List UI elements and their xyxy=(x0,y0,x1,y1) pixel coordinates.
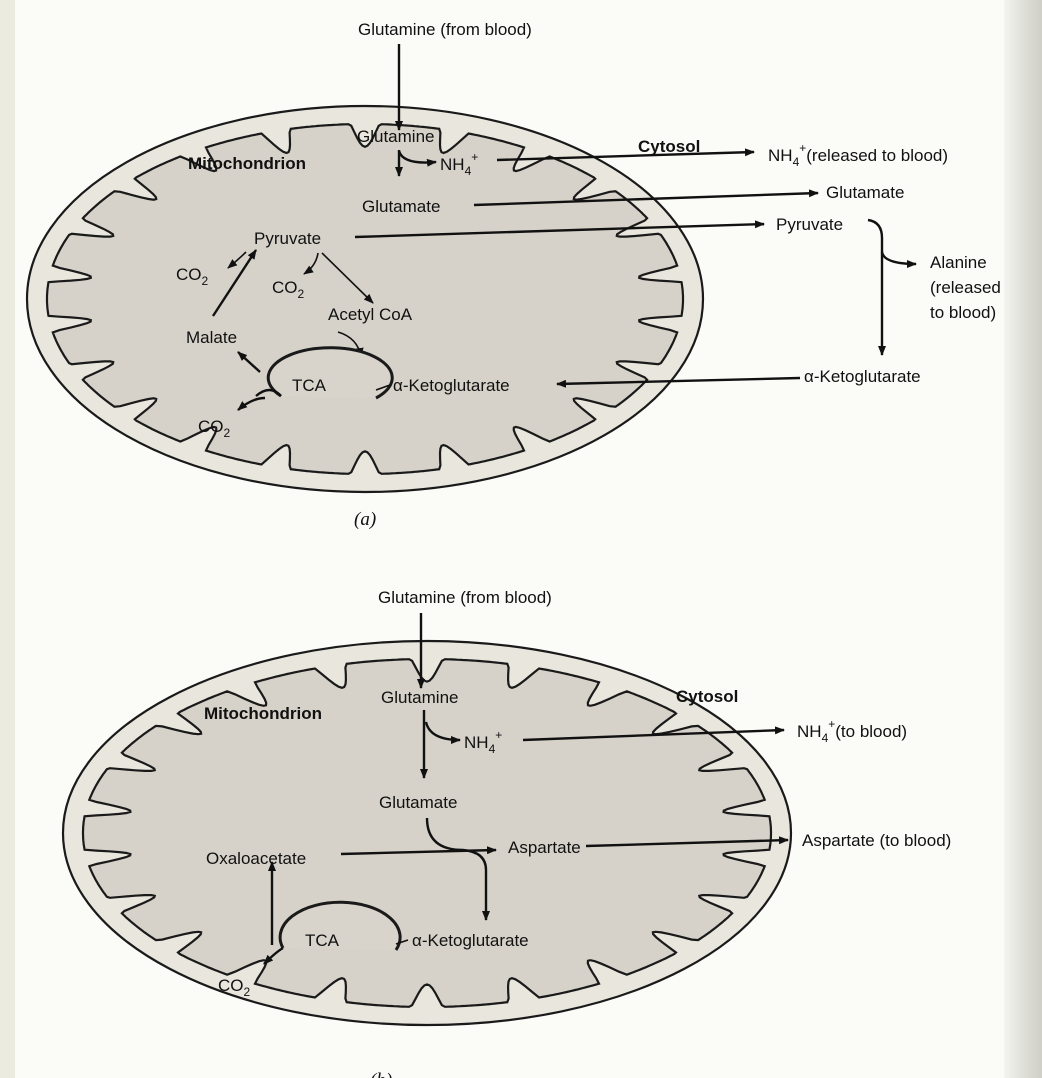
mitochondrion-inner-membrane-b xyxy=(83,659,771,1007)
mitochondrion-inner-membrane-a xyxy=(47,124,683,474)
panel-b: Glutamine (from blood) Mitochondrion Cyt… xyxy=(63,588,951,1078)
alanine-to-blood-label-a: to blood) xyxy=(930,303,996,322)
oxaloacetate-label-b: Oxaloacetate xyxy=(206,849,306,868)
glutamine-source-label-a: Glutamine (from blood) xyxy=(358,20,532,39)
arrow-to-alanine-a xyxy=(882,252,916,264)
nh4-to-blood-label-b: NH4+(to blood) xyxy=(797,717,907,745)
pyruvate-label-a: Pyruvate xyxy=(254,229,321,248)
arrow-pyruvate-to-akg-a xyxy=(868,220,882,355)
alanine-released-label-a: (released xyxy=(930,278,1001,297)
nh4-released-label-a: NH4+(released to blood) xyxy=(768,141,948,169)
alanine-label-a: Alanine xyxy=(930,253,987,272)
pyruvate-cytosol-label-a: Pyruvate xyxy=(776,215,843,234)
cytosol-label-a: Cytosol xyxy=(638,137,700,156)
glutamine-label-b: Glutamine xyxy=(381,688,458,707)
aspartate-label-b: Aspartate xyxy=(508,838,581,857)
compartment-label-b: Mitochondrion xyxy=(204,704,322,723)
caption-a: (a) xyxy=(354,509,376,530)
akg-label-a: α-Ketoglutarate xyxy=(393,376,510,395)
acetyl-coa-label-a: Acetyl CoA xyxy=(328,305,413,324)
tca-label-a: TCA xyxy=(292,376,327,395)
aspartate-to-blood-label-b: Aspartate (to blood) xyxy=(802,831,951,850)
tca-label-b: TCA xyxy=(305,931,340,950)
glutamine-label-a: Glutamine xyxy=(357,127,434,146)
tca-cycle-a xyxy=(268,348,392,398)
glutamate-label-b: Glutamate xyxy=(379,793,457,812)
glutamate-cytosol-label-a: Glutamate xyxy=(826,183,904,202)
compartment-label-a: Mitochondrion xyxy=(188,154,306,173)
akg-label-b: α-Ketoglutarate xyxy=(412,931,529,950)
cytosol-label-b: Cytosol xyxy=(676,687,738,706)
panel-a: Glutamine (from blood) Mitochondrion Cyt… xyxy=(27,20,1001,530)
glutamate-label-a: Glutamate xyxy=(362,197,440,216)
malate-label-a: Malate xyxy=(186,328,237,347)
caption-b: (b) xyxy=(370,1070,392,1078)
glutamine-source-label-b: Glutamine (from blood) xyxy=(378,588,552,607)
akg-cytosol-label-a: α-Ketoglutarate xyxy=(804,367,921,386)
